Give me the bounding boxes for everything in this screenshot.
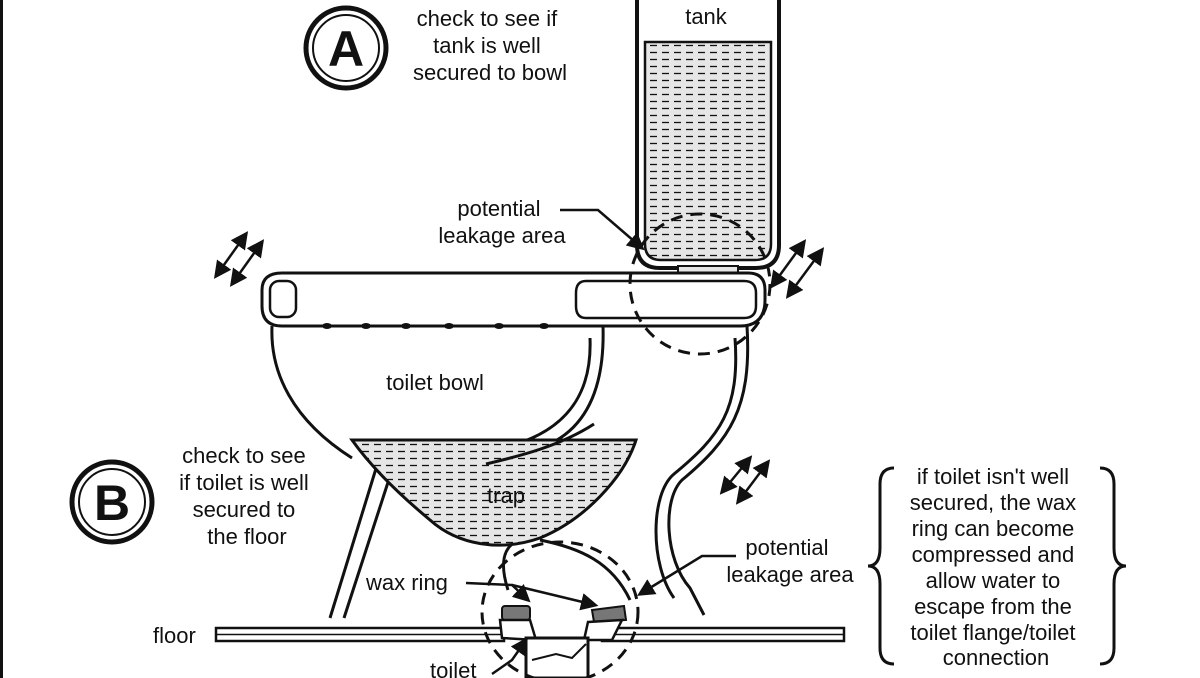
note-left-brace [867,466,895,666]
flange-assembly [498,604,628,678]
rocking-arrows-right [769,239,825,299]
badge-b-letter: B [94,475,130,531]
rocking-arrows-left [213,231,265,287]
wax-ring-label: wax ring [365,570,448,595]
badge-b-caption: check to see if toilet is well secured t… [179,443,315,549]
tank-label: tank [685,4,728,29]
rocking-arrows-base [719,455,771,505]
tank [635,0,781,277]
toilet-flange-label: toilet [430,658,476,678]
bowl-rim [260,271,767,329]
toilet-bowl-label: toilet bowl [386,370,484,395]
badge-a-letter: A [328,21,364,77]
floor [214,626,846,643]
bottom-leak-leader [637,554,736,596]
badge-a-caption: check to see if tank is well secured to … [413,6,567,85]
note-text: if toilet isn't well secured, the wax ri… [910,464,1082,670]
top-leak-leader [560,208,645,251]
floor-label: floor [153,623,196,648]
trap-divider [485,422,595,466]
top-leak-label: potential leakage area [438,196,566,248]
bottom-leak-label: potential leakage area [726,535,854,587]
bottom-leak-circle [480,540,640,678]
wax-ring-leader [465,581,531,603]
rim-jet-holes [322,323,549,329]
wax-ring-leader-2 [511,583,599,611]
trap-water [349,438,639,547]
note-right-brace [1099,466,1127,666]
flange-leader [491,637,529,676]
badge-a: A [303,5,389,91]
trap-label: trap [487,483,525,508]
badge-b: B [69,459,155,545]
